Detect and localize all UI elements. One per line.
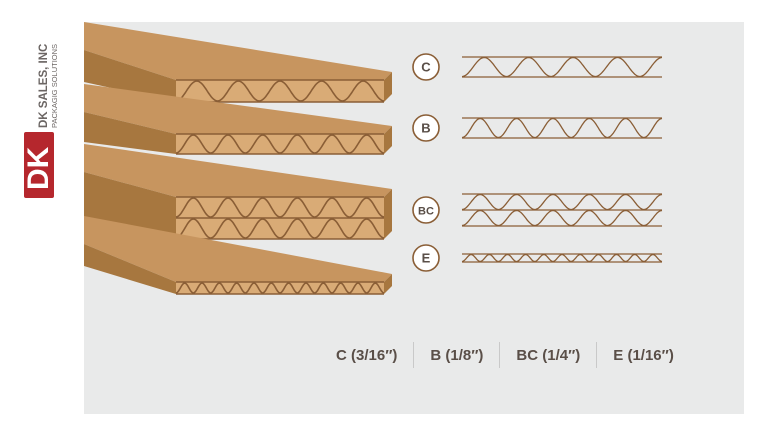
- sheet-edge: [176, 80, 384, 102]
- badge-label: E: [422, 251, 431, 266]
- legend-divider: [499, 342, 501, 368]
- sheet-right-edge: [384, 126, 392, 154]
- logo-tagline: PACKAGIG SOLUTIONS: [50, 44, 59, 128]
- flute-size-legend: C (3/16″) B (1/8″) BC (1/4″) E (1/16″): [320, 340, 720, 370]
- legend-e: E (1/16″): [613, 346, 674, 364]
- sheet-side: [84, 244, 176, 294]
- edge-flute: [175, 134, 385, 154]
- sheet-side: [84, 112, 176, 154]
- flute-badge-bc: BC: [412, 196, 440, 224]
- sheet-surface: [84, 22, 392, 80]
- legend-b: B (1/8″): [430, 346, 484, 364]
- flute-wave: [461, 117, 663, 139]
- badge-circle: [412, 244, 440, 272]
- logo-badge: [24, 132, 54, 198]
- sheet-right-edge: [384, 72, 392, 102]
- flute-wave: [461, 253, 663, 263]
- flute-badge-b: B: [412, 114, 440, 142]
- logo-mark: DK: [22, 146, 55, 190]
- flute-profile-b: [461, 117, 663, 139]
- flute-badge-e: E: [412, 244, 440, 272]
- edge-flute: [175, 80, 385, 102]
- sheet-right-edge: [384, 189, 392, 239]
- flute-wave-lower: [461, 209, 663, 227]
- badge-label: BC: [418, 206, 434, 218]
- cardboard-sheet: [84, 84, 392, 155]
- flute-profile-c: [461, 56, 663, 78]
- sheet-surface: [84, 144, 392, 197]
- flute-profile-bc: [461, 193, 663, 227]
- sheet-right-edge: [384, 274, 392, 294]
- edge-flute: [175, 282, 385, 294]
- sheet-edge: [176, 134, 384, 154]
- sheet-edge: [176, 282, 384, 294]
- flute-wave-upper: [461, 193, 663, 211]
- edge-flute: [175, 197, 385, 218]
- sheet-surface: [84, 84, 392, 134]
- cardboard-sheet: [84, 216, 392, 295]
- cardboard-sheet: [84, 22, 392, 103]
- sheet-surface: [84, 216, 392, 282]
- cardboard-stack-illustration: [84, 22, 392, 295]
- sheet-side: [84, 50, 176, 102]
- legend-bc: BC (1/4″): [516, 346, 581, 364]
- badge-circle: [412, 196, 440, 224]
- flute-profile-e: [461, 253, 663, 263]
- badge-circle: [412, 53, 440, 81]
- logo-company-name: DK SALES, INC: [38, 44, 50, 128]
- flute-wave: [461, 56, 663, 78]
- badge-label: B: [421, 121, 430, 136]
- flute-badges: C B BC E: [412, 53, 440, 272]
- badge-circle: [412, 114, 440, 142]
- flute-profiles: [461, 56, 663, 263]
- legend-divider: [413, 342, 415, 368]
- edge-flute: [175, 218, 385, 239]
- corrugated-diagram: C B BC E: [84, 22, 744, 419]
- legend-c: C (3/16″): [336, 346, 398, 364]
- badge-label: C: [421, 60, 431, 75]
- brand-logo: DK DK SALES, INC PACKAGIG SOLUTIONS: [10, 40, 72, 202]
- legend-divider: [596, 342, 598, 368]
- flute-badge-c: C: [412, 53, 440, 81]
